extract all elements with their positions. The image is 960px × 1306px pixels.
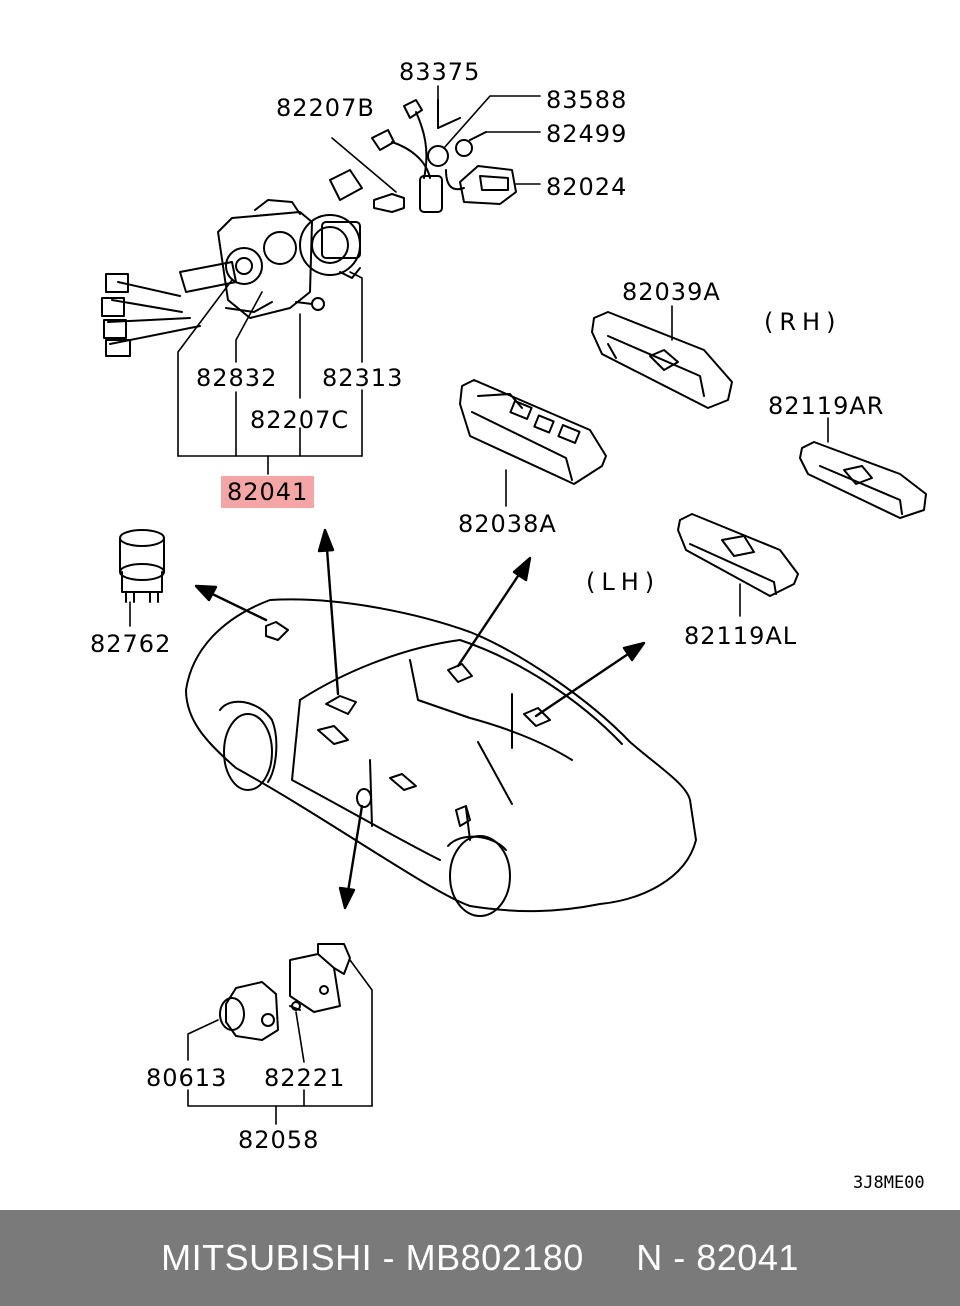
label-82207C: 82207C bbox=[250, 406, 350, 434]
label-82119AR: 82119AR bbox=[768, 392, 885, 420]
socket-83588 bbox=[427, 95, 541, 167]
label-82832: 82832 bbox=[196, 364, 278, 392]
diagram-code: 3J8ME00 bbox=[853, 1173, 925, 1193]
label-82041-highlighted: 82041 bbox=[221, 476, 315, 508]
leader-lines-82041 bbox=[177, 271, 363, 475]
clock-spring bbox=[299, 214, 361, 279]
screw-82207C bbox=[295, 297, 325, 311]
label-lh: (LH) bbox=[586, 568, 661, 596]
label-82058: 82058 bbox=[238, 1126, 320, 1154]
window-switch-82119AR bbox=[799, 417, 927, 519]
label-83588: 83588 bbox=[546, 86, 628, 114]
label-82499: 82499 bbox=[546, 120, 628, 148]
harness-83375 bbox=[371, 85, 461, 213]
lamp-82499 bbox=[455, 131, 541, 157]
relay-82762 bbox=[119, 529, 165, 627]
label-80613: 80613 bbox=[146, 1064, 228, 1092]
arrows bbox=[194, 528, 646, 910]
door-switch-82058 bbox=[187, 943, 373, 1125]
switch-82024 bbox=[445, 165, 541, 205]
label-83375: 83375 bbox=[399, 58, 481, 86]
combination-switch-assembly bbox=[101, 169, 363, 357]
label-82119AL: 82119AL bbox=[684, 622, 798, 650]
label-82207B: 82207B bbox=[276, 94, 375, 122]
parts-diagram bbox=[101, 85, 927, 1125]
label-rh: (RH) bbox=[764, 308, 842, 336]
car-outline bbox=[185, 598, 697, 917]
window-switch-82119AL bbox=[677, 513, 799, 617]
label-82313: 82313 bbox=[322, 364, 404, 392]
label-82762: 82762 bbox=[90, 630, 172, 658]
main-window-switch-82038A bbox=[459, 379, 607, 507]
label-82024: 82024 bbox=[546, 173, 628, 201]
window-switch-82039A bbox=[591, 305, 733, 409]
footer-part-info: MITSUBISHI - MB802180 N - 82041 bbox=[161, 1237, 799, 1278]
label-82221: 82221 bbox=[264, 1064, 346, 1092]
label-82039A: 82039A bbox=[622, 278, 721, 306]
footer-bar: MITSUBISHI - MB802180 N - 82041 bbox=[0, 1210, 960, 1306]
label-82038A: 82038A bbox=[458, 510, 557, 538]
bolt-82207B bbox=[331, 137, 405, 213]
